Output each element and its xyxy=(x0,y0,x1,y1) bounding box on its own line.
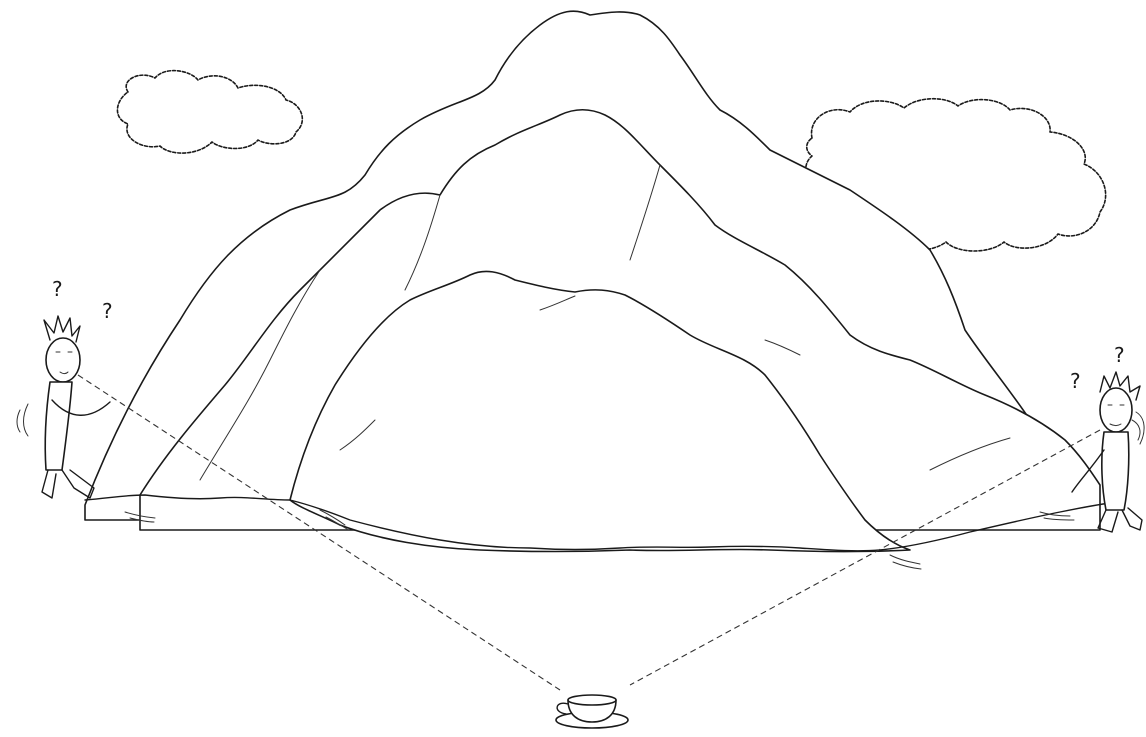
ridge-line-4 xyxy=(929,437,1011,471)
teacup-icon xyxy=(555,694,629,729)
sight-line-right xyxy=(629,429,1101,686)
left-figure: ? ? xyxy=(16,277,113,499)
right-motion-marks xyxy=(1131,411,1145,445)
mountain-base-line xyxy=(84,494,1111,552)
wobble-mark-far-right xyxy=(1039,511,1075,521)
left-motion-marks xyxy=(16,403,29,437)
ridge-line-6 xyxy=(764,339,801,356)
ridge-line-3 xyxy=(629,164,661,261)
ridge-line-7 xyxy=(539,295,576,311)
right-question-mark-2: ? xyxy=(1114,343,1125,367)
left-question-mark-1: ? xyxy=(52,277,63,301)
sight-line-left xyxy=(77,374,561,691)
right-question-mark-1: ? xyxy=(1070,369,1081,393)
wobble-mark-center xyxy=(319,509,348,530)
front-mountain xyxy=(289,270,911,553)
ridge-line-1 xyxy=(199,269,321,481)
left-cloud xyxy=(116,69,304,154)
ridge-line-2 xyxy=(404,194,441,291)
left-question-mark-2: ? xyxy=(102,299,113,323)
ridge-line-5 xyxy=(339,419,376,451)
wobble-mark-right xyxy=(889,554,922,570)
right-figure: ? ? xyxy=(1070,343,1145,533)
wobble-mark-left xyxy=(124,511,156,523)
